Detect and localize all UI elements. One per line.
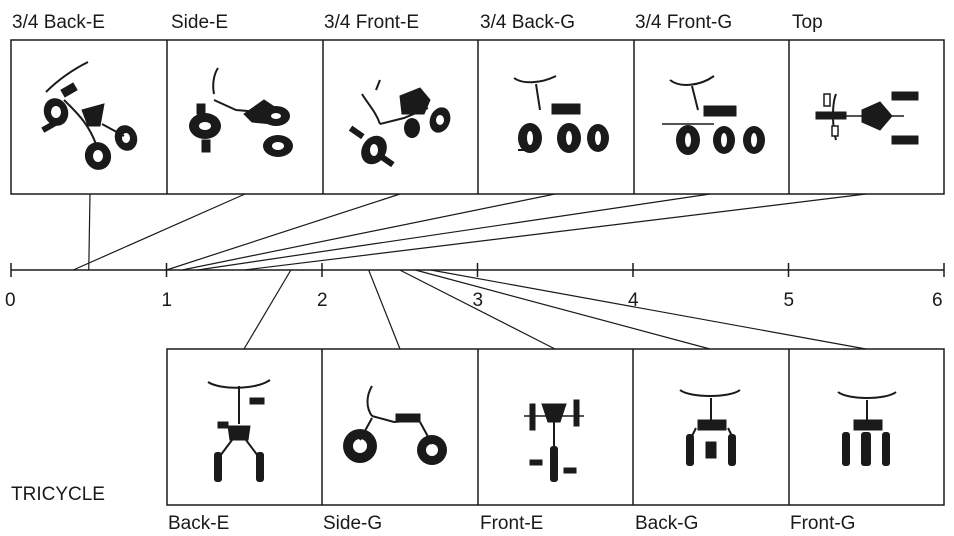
leader-line bbox=[415, 269, 711, 350]
view-label-back-g: Back-G bbox=[635, 513, 698, 534]
leader-line bbox=[88, 193, 91, 271]
leader-line bbox=[72, 193, 246, 271]
view-axis: 0 1 2 3 4 5 6 bbox=[5, 263, 945, 311]
view-label-side-g: Side-G bbox=[323, 513, 382, 534]
figure-caption: TRICYCLE bbox=[11, 484, 105, 505]
axis-tick-label: 6 bbox=[932, 290, 943, 311]
view-label-three-quarter-front-g: 3/4 Front-G bbox=[635, 12, 732, 33]
view-label-front-g: Front-G bbox=[790, 513, 855, 534]
view-label-side-e: Side-E bbox=[171, 12, 228, 33]
leader-line bbox=[197, 193, 711, 271]
tricycle-front-g-image bbox=[837, 391, 897, 466]
leader-line bbox=[368, 269, 401, 350]
tricycle-front-e-image bbox=[524, 399, 584, 482]
leader-line bbox=[244, 193, 867, 271]
leader-line bbox=[243, 269, 292, 350]
leader-line bbox=[399, 269, 556, 350]
tricycle-three-quarter-front-g-image bbox=[662, 75, 765, 155]
tricycle-three-quarter-back-e-image bbox=[41, 61, 138, 170]
leader-lines bbox=[72, 193, 867, 350]
view-label-front-e: Front-E bbox=[480, 513, 543, 534]
leader-line bbox=[430, 269, 867, 350]
tricycle-three-quarter-back-g-image bbox=[513, 75, 609, 153]
tricycle-back-g-image bbox=[679, 389, 741, 466]
tricycle-three-quarter-front-e-image bbox=[348, 79, 451, 168]
view-label-top: Top bbox=[792, 12, 823, 33]
tricycle-side-e-image bbox=[189, 67, 293, 157]
axis-tick-label: 4 bbox=[628, 290, 639, 311]
top-row: 3/4 Back-E Side-E 3/4 Front-E 3/4 Back-G… bbox=[10, 12, 945, 195]
axis-tick-label: 5 bbox=[784, 290, 795, 311]
leader-line bbox=[166, 193, 401, 271]
view-label-back-e: Back-E bbox=[168, 513, 229, 534]
axis-tick-label: 0 bbox=[5, 290, 16, 311]
view-label-three-quarter-back-e: 3/4 Back-E bbox=[12, 12, 105, 33]
tricycle-side-g-image bbox=[343, 385, 447, 465]
bottom-row: Back-E Side-G Front-E Back-G Front-G bbox=[166, 348, 945, 534]
tricycle-back-e-image bbox=[207, 379, 271, 482]
axis-tick-label: 1 bbox=[162, 290, 173, 311]
leader-line bbox=[181, 193, 556, 271]
tricycle-top-image bbox=[815, 91, 919, 145]
view-label-three-quarter-back-g: 3/4 Back-G bbox=[480, 12, 575, 33]
view-label-three-quarter-front-e: 3/4 Front-E bbox=[324, 12, 419, 33]
axis-tick-label: 3 bbox=[473, 290, 484, 311]
axis-tick-label: 2 bbox=[317, 290, 328, 311]
